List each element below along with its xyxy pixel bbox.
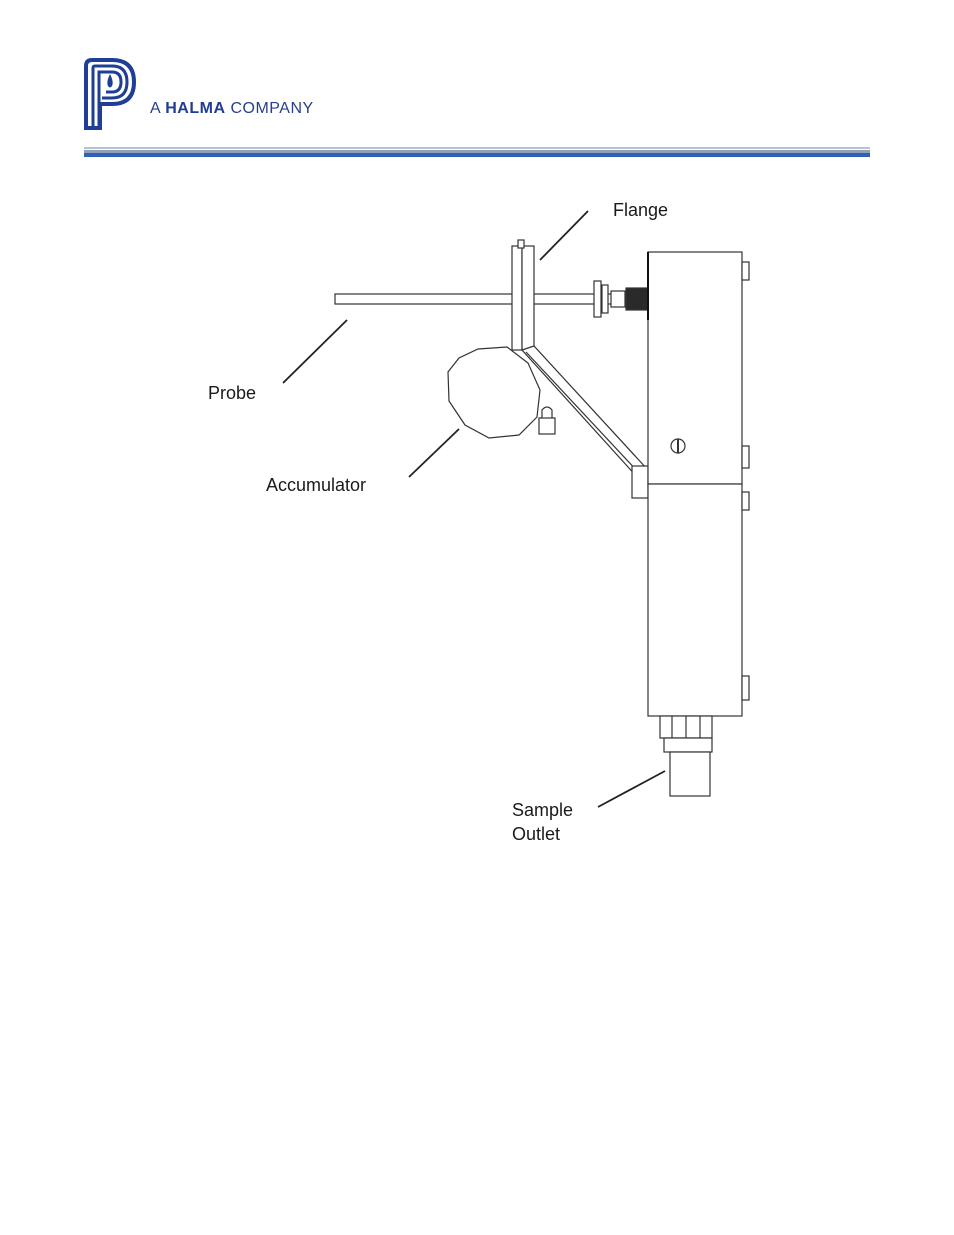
support-arm (522, 346, 648, 478)
accumulator-leader (409, 429, 459, 477)
probe-fitting-2 (602, 285, 608, 313)
sample-outlet-leader (598, 771, 665, 807)
hinge-upper-1 (742, 262, 749, 280)
probe-gland (626, 288, 648, 310)
flange-leader (540, 211, 588, 260)
hinge-lower-1 (742, 492, 749, 510)
outlet-tube (670, 752, 710, 796)
flange-plate-right (522, 246, 534, 350)
cabinet-lower (648, 484, 742, 716)
probe-tube (335, 294, 627, 304)
probe-fitting-1 (594, 281, 601, 317)
probe-leader (283, 320, 347, 383)
label-flange: Flange (613, 198, 668, 222)
flange-plate-left (512, 246, 522, 350)
accumulator-vessel (448, 347, 540, 438)
accumulator-lock (539, 418, 555, 434)
label-outlet: Outlet (512, 822, 560, 846)
probe-nut (611, 291, 625, 307)
label-accumulator: Accumulator (266, 473, 366, 497)
flange-bolt-top (518, 240, 524, 248)
arm-foot (632, 466, 648, 498)
outlet-coupling (664, 738, 712, 752)
hinge-upper-2 (742, 446, 749, 468)
hinge-lower-2 (742, 676, 749, 700)
label-probe: Probe (208, 381, 256, 405)
label-sample: Sample (512, 798, 573, 822)
